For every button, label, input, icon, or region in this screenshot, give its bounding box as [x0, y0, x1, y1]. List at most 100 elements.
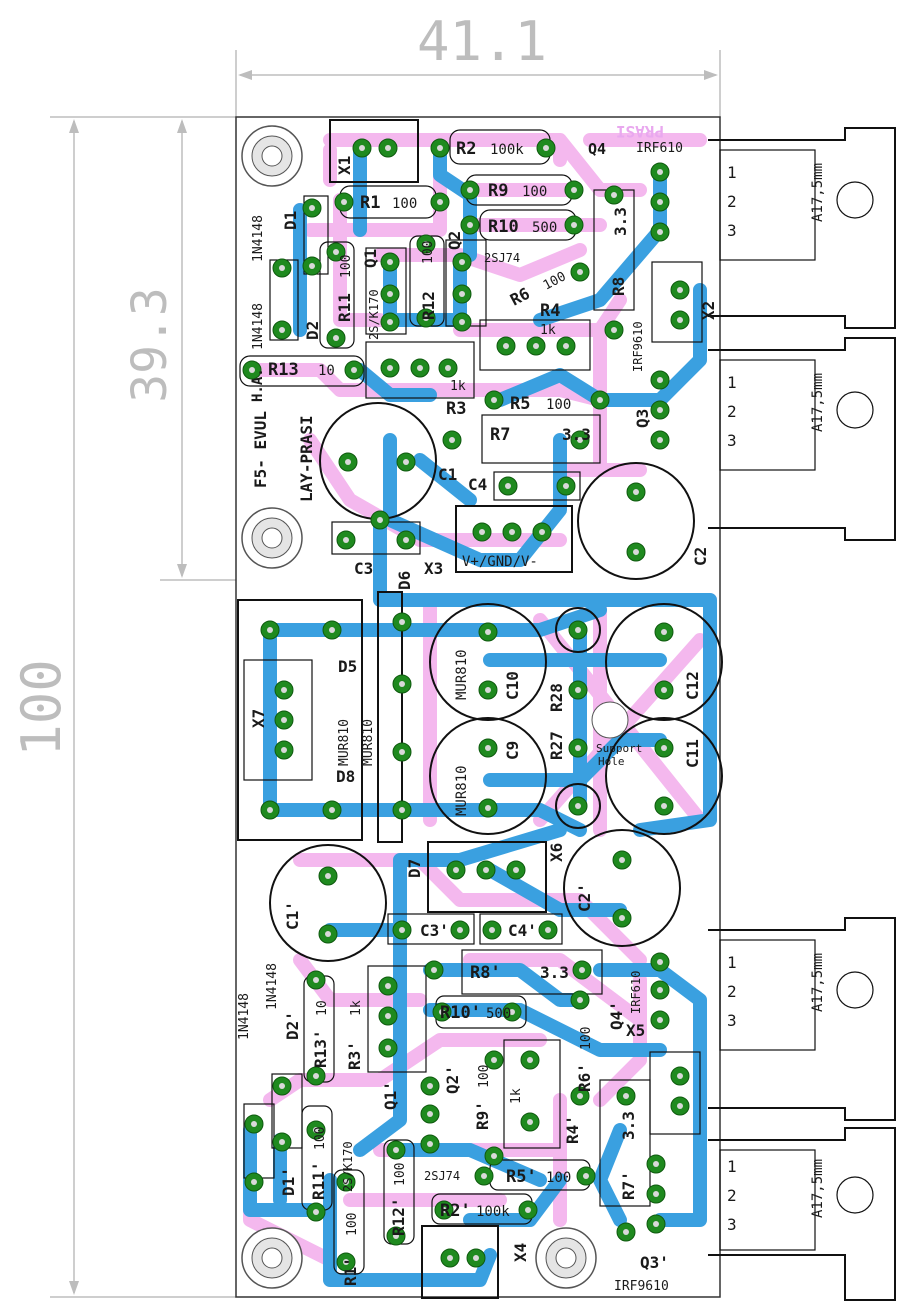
capacitor-c3p-outline [387, 913, 475, 945]
value-r12p: 100 [393, 1163, 408, 1186]
pad-hole [583, 1173, 589, 1179]
label-r1p: R1' [341, 1257, 360, 1286]
capacitor-c2-prime [563, 829, 681, 947]
electrolytic-capacitors [269, 402, 723, 962]
value-r5p: 100 [546, 1170, 571, 1186]
pad-hole [539, 529, 545, 535]
pad-hole [313, 977, 319, 983]
label-q1p: Q1' [381, 1081, 400, 1110]
label-d1: D1 [281, 211, 300, 230]
pad-hole [333, 335, 339, 341]
capacitor-c11 [605, 717, 723, 835]
pad-hole [267, 807, 273, 813]
pad-hole [509, 1009, 515, 1015]
label-c3: C3 [354, 559, 373, 578]
value-r3p: 1k [349, 1000, 364, 1016]
pad-hole [677, 1073, 683, 1079]
pad-hole [657, 229, 663, 235]
resistor-r8p-outline [461, 949, 603, 995]
pad-hole [485, 805, 491, 811]
label-r27: R27 [547, 731, 566, 760]
value-r13: 10 [318, 363, 335, 379]
type-d2p: 1N4148 [265, 963, 280, 1010]
capacitor-c9 [429, 717, 547, 835]
pad-hole [325, 931, 331, 937]
pad-hole [485, 745, 491, 751]
pad-hole [575, 687, 581, 693]
pad-hole [657, 959, 663, 965]
label-q2: Q2 [445, 231, 464, 250]
type-d8: MUR810 [337, 719, 352, 766]
mounting-hole-top [241, 125, 303, 187]
connector-power [455, 505, 573, 573]
type-d6: MUR810 [454, 649, 470, 700]
value-r1p: 100 [345, 1213, 360, 1236]
resistor-r7p-outline [599, 1079, 651, 1207]
pad-hole [439, 1009, 445, 1015]
value-r4: 1k [540, 323, 556, 338]
label-d1p: D1' [279, 1167, 298, 1196]
pad-hole [387, 319, 393, 325]
support-hole-label-1: Support [596, 742, 642, 755]
label-c2: C2 [691, 547, 710, 566]
pad-hole [387, 291, 393, 297]
type-d2: 1N4148 [251, 303, 266, 350]
pad-hole [653, 1221, 659, 1227]
label-r12: R12 [419, 291, 438, 320]
pad-hole [491, 1153, 497, 1159]
resistor-r1p-outline [333, 1169, 365, 1275]
pad-hole [661, 687, 667, 693]
pad-hole [279, 327, 285, 333]
value-r3: 1k [450, 379, 466, 394]
pad-hole [423, 315, 429, 321]
pad-hole [399, 749, 405, 755]
value-r5: 100 [546, 397, 571, 413]
pad-hole [399, 807, 405, 813]
pad-hole [343, 1179, 349, 1185]
heatsink-label: A17,5mm [810, 1159, 826, 1218]
value-r11: 100 [339, 255, 354, 278]
type-q2: 2SJ74 [484, 251, 520, 265]
mosfet-heatsink-q4-prime: A17,5mm 1 2 3 [708, 917, 896, 1121]
label-r10: R10 [488, 217, 519, 237]
label-r13p: R13' [311, 1029, 330, 1068]
value-r7: 3.3 [562, 425, 591, 444]
label-q3p: Q3' [640, 1253, 669, 1272]
pin-1: 1 [727, 373, 737, 392]
value-r10: 500 [532, 220, 557, 236]
pad-hole [427, 1083, 433, 1089]
pad-hole [385, 1045, 391, 1051]
label-x3: X3 [424, 559, 443, 578]
pad-hole [611, 327, 617, 333]
pad-hole [385, 983, 391, 989]
heatsink-label: A17,5mm [810, 163, 826, 222]
label-c12: C12 [683, 671, 702, 700]
pad-hole [527, 1119, 533, 1125]
value-r9p: 100 [477, 1065, 492, 1088]
pad-hole [575, 745, 581, 751]
pad-hole [479, 529, 485, 535]
label-d2p: D2' [283, 1011, 302, 1040]
credit-line-1: F5- EVUL [251, 411, 270, 488]
value-r9: 100 [522, 184, 547, 200]
pad-hole [281, 687, 287, 693]
pad-hole [281, 747, 287, 753]
label-c4p: C4' [508, 921, 537, 940]
label-c1: C1 [438, 465, 457, 484]
pad-hole [377, 517, 383, 523]
pad-hole [503, 343, 509, 349]
pad-hole [677, 1103, 683, 1109]
resistor-r27-body [555, 783, 601, 829]
label-r10p: R10' [440, 1003, 481, 1023]
pad-hole [343, 537, 349, 543]
label-d5: D5 [338, 657, 357, 676]
pad-hole [267, 627, 273, 633]
pin-2: 2 [727, 982, 737, 1001]
trimmer-r4 [479, 319, 591, 371]
pin-3: 3 [727, 431, 737, 450]
pad-hole [577, 269, 583, 275]
pad-hole [619, 857, 625, 863]
capacitor-c10 [429, 603, 547, 721]
pad-hole [449, 437, 455, 443]
pad-hole [399, 927, 405, 933]
